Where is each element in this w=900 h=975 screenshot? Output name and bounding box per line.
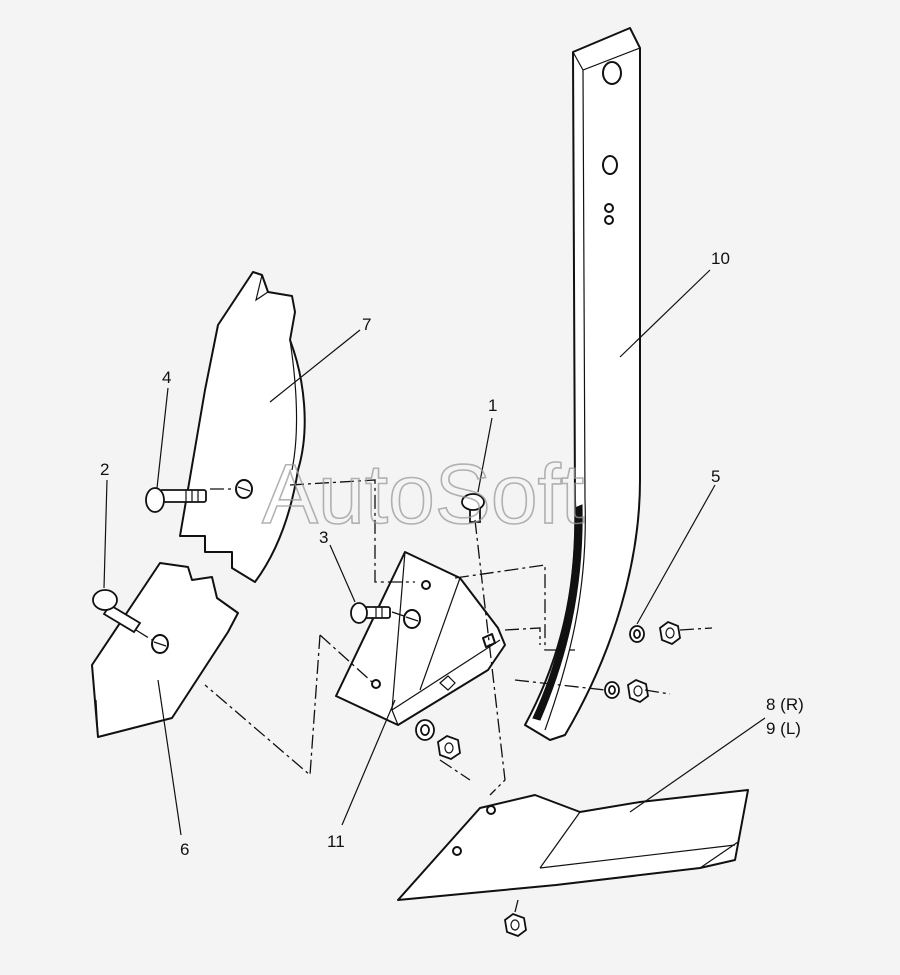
part-6-lower-moldboard[interactable] — [91, 562, 239, 738]
callout-8: 8 (R) — [766, 695, 804, 714]
part-8-9-share[interactable] — [397, 789, 749, 901]
nut-washer-5[interactable] — [604, 620, 681, 704]
assembly-lines — [135, 479, 713, 913]
part-11-mounting-bracket[interactable] — [335, 551, 506, 726]
bolt-2[interactable] — [92, 589, 142, 634]
bolt-3[interactable] — [350, 602, 391, 624]
part-10-shank[interactable] — [524, 27, 641, 741]
callout-11: 11 — [327, 832, 345, 851]
leader-lines — [103, 269, 766, 836]
callout-5: 5 — [711, 467, 720, 486]
watermark-text: AutoSoft — [262, 447, 584, 541]
callout-2: 2 — [100, 460, 109, 479]
bolt-1[interactable] — [461, 493, 485, 523]
part-7-upper-moldboard[interactable] — [179, 271, 306, 583]
callout-7: 7 — [362, 315, 371, 334]
callout-10: 10 — [711, 249, 730, 268]
callout-4: 4 — [162, 368, 171, 387]
callout-6: 6 — [180, 840, 189, 859]
callout-9: 9 (L) — [766, 719, 801, 738]
nut-bracket[interactable] — [415, 719, 461, 761]
bolt-4[interactable] — [145, 487, 207, 513]
callout-1: 1 — [488, 396, 497, 415]
nut-share[interactable] — [504, 912, 527, 938]
callout-3: 3 — [319, 528, 328, 547]
